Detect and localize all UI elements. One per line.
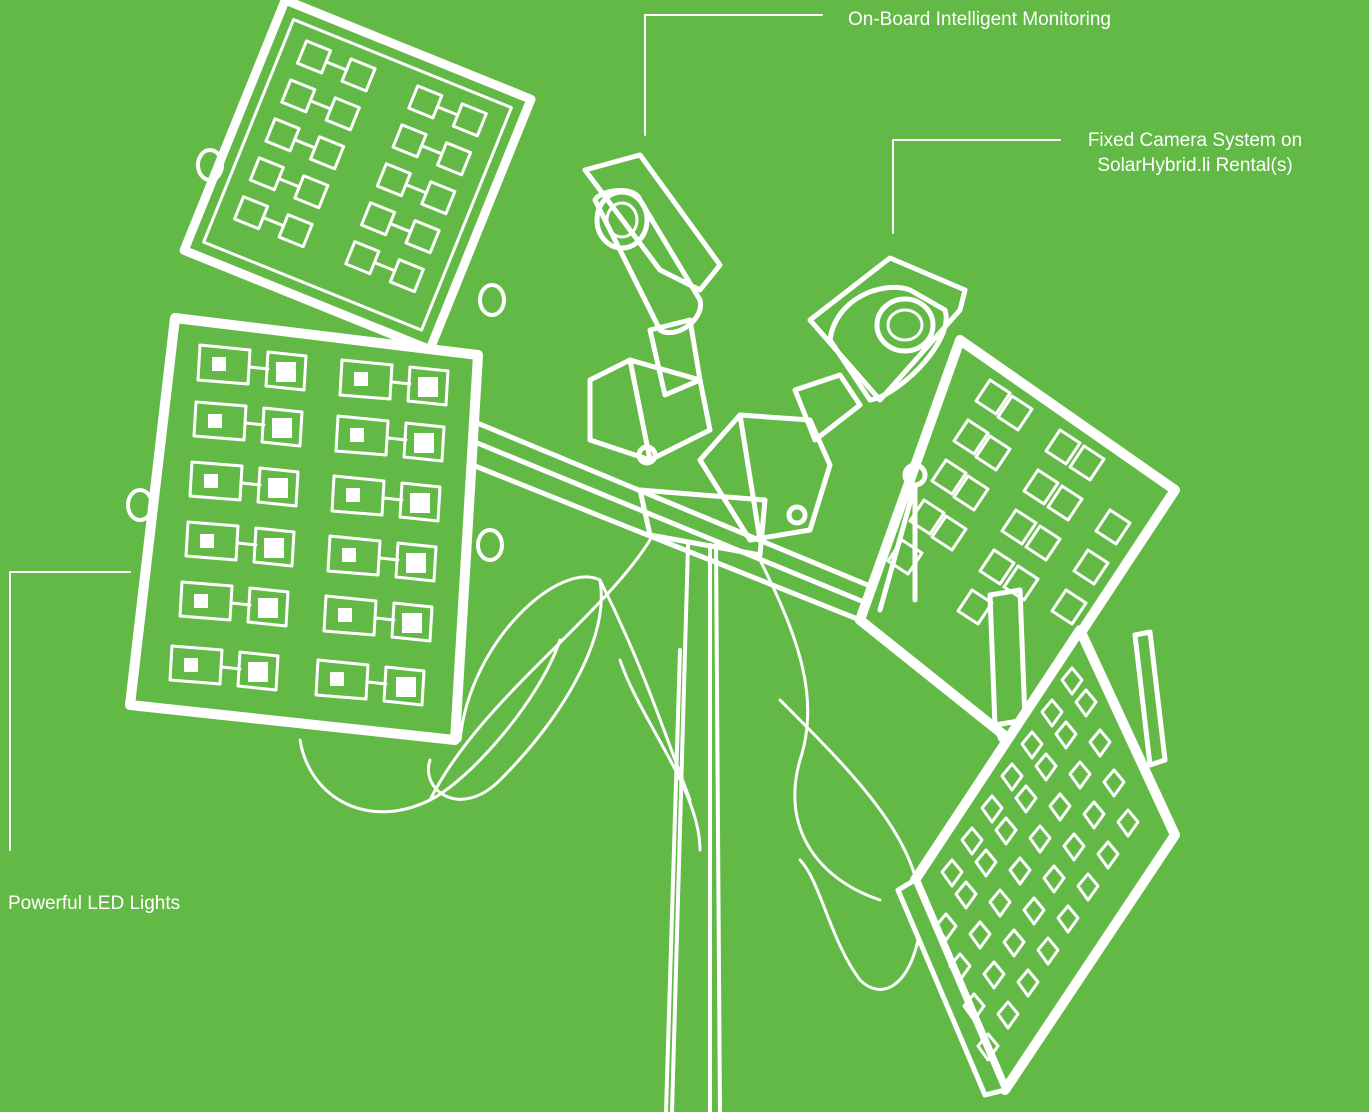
led-panel-bottom-right bbox=[898, 630, 1175, 1095]
callout-camera-line1: Fixed Camera System on bbox=[1040, 128, 1350, 153]
callout-led-lights: Powerful LED Lights bbox=[8, 891, 180, 916]
mast-pole bbox=[666, 545, 720, 1112]
led-panel-front-left bbox=[130, 318, 478, 740]
led-panel-right-back bbox=[860, 340, 1175, 740]
camera-left bbox=[585, 155, 720, 463]
callout-camera-line2: SolarHybrid.li Rental(s) bbox=[1040, 153, 1350, 178]
callout-camera-system: Fixed Camera System on SolarHybrid.li Re… bbox=[1040, 128, 1350, 178]
callout-monitoring: On-Board Intelligent Monitoring bbox=[848, 7, 1111, 32]
